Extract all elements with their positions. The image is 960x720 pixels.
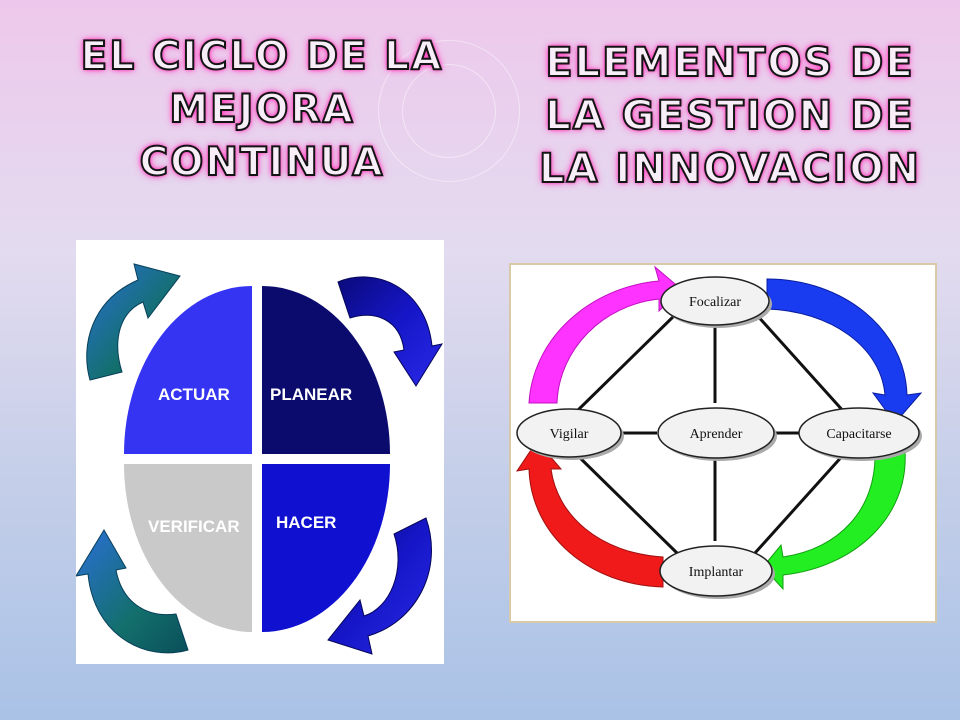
innovation-diagram: Focalizar Vigilar Aprender Capacitarse I… <box>509 263 937 623</box>
line-focalizar-capacitarse <box>753 311 847 415</box>
innovation-svg: Focalizar Vigilar Aprender Capacitarse I… <box>509 263 937 623</box>
node-focalizar: Focalizar <box>660 276 772 328</box>
title-line: LA GESTION DE <box>544 92 915 140</box>
quadrant-verificar <box>124 464 252 632</box>
title-line: LA INNOVACION <box>538 145 922 193</box>
curved-arrow-top-left-icon <box>86 263 181 381</box>
curved-arrow-top-right-icon <box>337 276 444 387</box>
title-line: MEJORA <box>168 86 355 133</box>
pdca-svg: ACTUAR PLANEAR VERIFICAR HACER <box>75 240 444 664</box>
quadrant-label-actuar: ACTUAR <box>158 385 230 404</box>
node-aprender: Aprender <box>657 407 777 461</box>
title-line: CONTINUA <box>139 139 385 186</box>
node-vigilar: Vigilar <box>516 408 624 460</box>
node-label-implantar: Implantar <box>689 565 744 580</box>
background-circle-decoration <box>378 40 520 182</box>
title-ciclo-mejora: EL CICLO DE LA MEJORA CONTINUA <box>52 30 472 189</box>
quadrant-label-planear: PLANEAR <box>270 385 352 404</box>
node-capacitarse: Capacitarse <box>798 407 922 461</box>
quadrant-label-verificar: VERIFICAR <box>148 517 240 536</box>
quadrant-planear <box>262 286 390 454</box>
curved-arrow-bottom-left-icon <box>75 529 189 654</box>
node-label-capacitarse: Capacitarse <box>826 427 891 442</box>
line-capacitarse-implantar <box>753 451 847 555</box>
title-gestion-innovacion: ELEMENTOS DE LA GESTION DE LA INNOVACION <box>505 37 955 196</box>
background-circle-decoration <box>402 64 496 158</box>
arrow-red-icon <box>515 440 664 588</box>
line-vigilar-implantar <box>573 451 679 555</box>
title-line: ELEMENTOS DE <box>544 39 915 87</box>
pdca-diagram: ACTUAR PLANEAR VERIFICAR HACER <box>75 240 444 664</box>
line-focalizar-vigilar <box>573 311 679 415</box>
quadrant-actuar <box>124 286 252 454</box>
node-label-vigilar: Vigilar <box>550 427 589 442</box>
node-label-aprender: Aprender <box>690 427 743 442</box>
quadrant-hacer <box>262 464 390 632</box>
node-label-focalizar: Focalizar <box>689 295 741 310</box>
quadrant-label-hacer: HACER <box>276 513 336 532</box>
title-line: EL CICLO DE LA <box>80 33 444 80</box>
node-implantar: Implantar <box>659 545 775 599</box>
curved-arrow-bottom-right-icon <box>327 517 432 655</box>
